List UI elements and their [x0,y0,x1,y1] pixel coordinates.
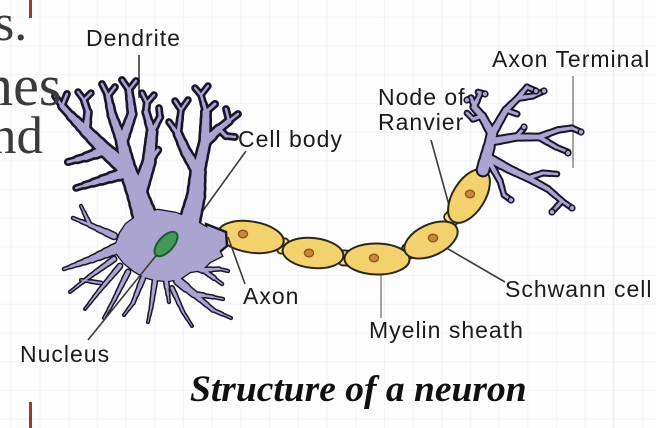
svg-text:Axon: Axon [243,283,299,309]
svg-text:Ranvier: Ranvier [378,109,464,135]
svg-text:Nucleus: Nucleus [20,341,110,367]
svg-text:Cell body: Cell body [238,126,343,152]
svg-text:Myelin sheath: Myelin sheath [369,317,524,343]
svg-text:Schwann cell: Schwann cell [505,276,653,302]
svg-text:Dendrite: Dendrite [86,25,181,51]
svg-text:Axon Terminal: Axon Terminal [492,46,650,72]
svg-text:Node of: Node of [378,84,466,110]
